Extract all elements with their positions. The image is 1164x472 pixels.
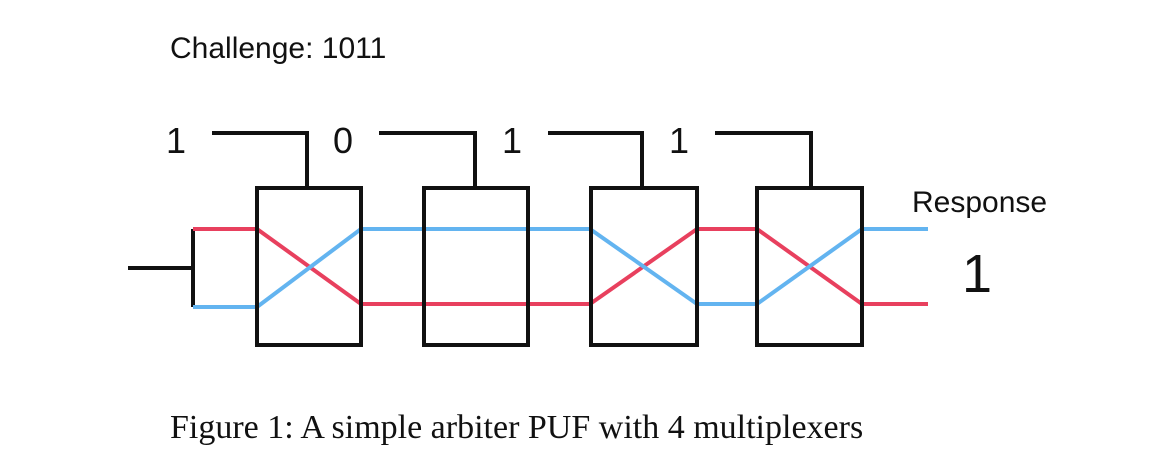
challenge-bit-1: 1 [166, 120, 186, 161]
challenge-label: Challenge: 1011 [170, 32, 386, 65]
figure-caption: Figure 1: A simple arbiter PUF with 4 mu… [170, 409, 863, 446]
challenge-line-4 [715, 131, 813, 188]
challenge-line-3 [548, 131, 644, 188]
blue-signal-path [193, 227, 928, 309]
challenge-lines [212, 131, 813, 188]
multiplexer-3 [589, 186, 699, 347]
response-label: Response [912, 186, 1047, 219]
multiplexer-2 [422, 186, 530, 347]
input-splitter [128, 229, 195, 307]
multiplexer-1 [255, 186, 363, 347]
challenge-bit-4: 1 [669, 120, 689, 161]
challenge-bit-2: 0 [333, 120, 353, 161]
challenge-line-2 [379, 131, 477, 188]
challenge-line-1 [212, 131, 309, 188]
response-value: 1 [962, 244, 992, 304]
red-signal-path [193, 227, 928, 306]
multiplexer-4 [755, 186, 864, 347]
challenge-bit-3: 1 [502, 120, 522, 161]
multiplexers [255, 186, 864, 347]
